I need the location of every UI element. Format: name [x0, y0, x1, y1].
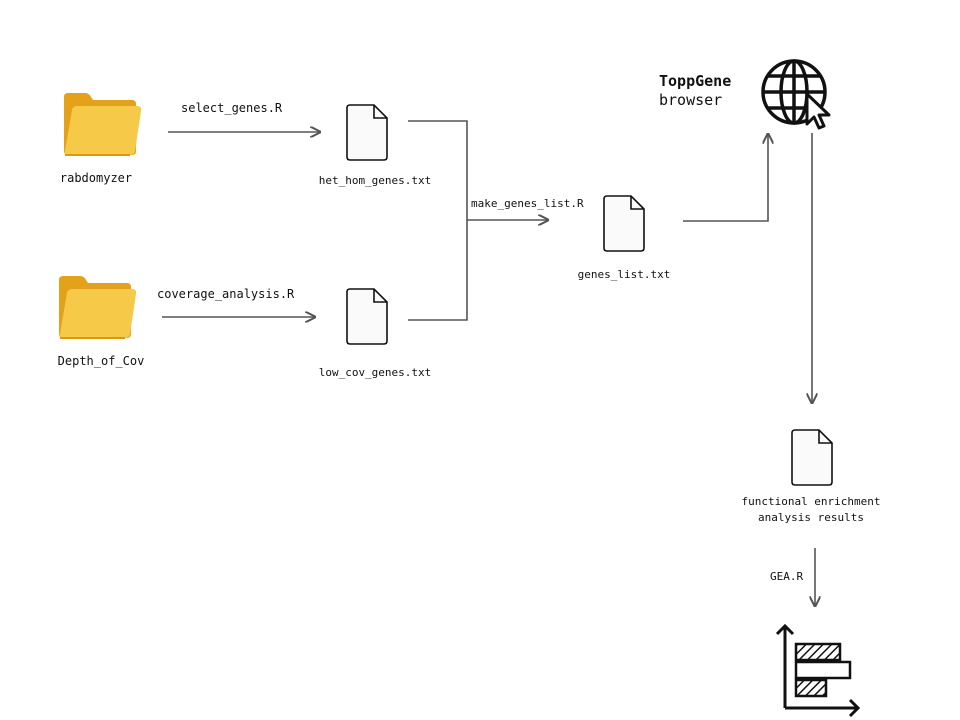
fea-results-label: functional enrichment analysis results: [741, 494, 880, 526]
genes-list-label: genes_list.txt: [577, 268, 671, 281]
file-icon[interactable]: [344, 288, 390, 346]
toppgene-title: ToppGene: [659, 72, 732, 90]
depth-of-cov-label: Depth_of_Cov: [57, 354, 145, 368]
file-icon[interactable]: [789, 429, 835, 487]
connector-low-cov-to-merge: [408, 220, 468, 321]
folder-icon[interactable]: [61, 91, 143, 159]
rabdomyzer-label: rabdomyzer: [59, 171, 133, 185]
folder-icon[interactable]: [56, 274, 138, 342]
fea-results-line1: functional enrichment: [741, 495, 881, 508]
toppgene-label: ToppGene browser: [659, 72, 731, 110]
select-genes-label: select_genes.R: [181, 101, 283, 115]
fea-results-line2: analysis results: [758, 511, 864, 524]
low-cov-genes-label: low_cov_genes.txt: [318, 366, 432, 379]
bar-chart-icon: [775, 623, 861, 718]
globe-cursor-icon[interactable]: [760, 58, 832, 132]
file-icon[interactable]: [344, 104, 390, 162]
connector-het-hom-to-merge: [408, 120, 468, 220]
het-hom-genes-label: het_hom_genes.txt: [318, 174, 432, 187]
toppgene-subtitle: browser: [659, 91, 723, 109]
file-icon[interactable]: [601, 195, 647, 253]
gea-label: GEA.R: [770, 570, 804, 583]
coverage-analysis-label: coverage_analysis.R: [157, 287, 295, 301]
arrow-genes-list-to-toppgene: [683, 134, 768, 222]
make-genes-list-label: make_genes_list.R: [471, 197, 584, 210]
